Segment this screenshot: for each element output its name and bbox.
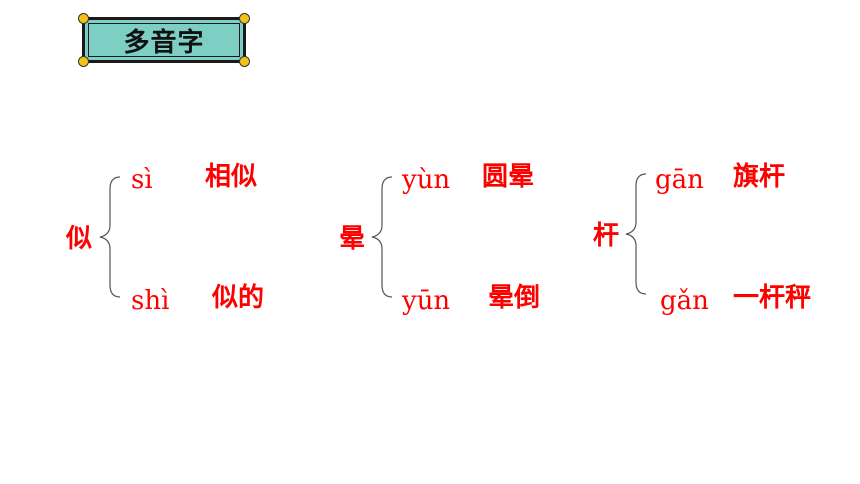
page-title: 多音字 bbox=[123, 27, 205, 58]
corner-dot-icon bbox=[78, 56, 89, 67]
pinyin-reading: shì bbox=[131, 286, 170, 316]
example-word: 相似 bbox=[205, 162, 258, 192]
pinyin-reading: gān bbox=[655, 165, 704, 195]
title-box: 多音字 bbox=[78, 13, 250, 67]
example-word: 旗杆 bbox=[733, 162, 786, 192]
corner-dot-icon bbox=[239, 13, 250, 24]
polyphone-char: 杆 bbox=[593, 221, 620, 251]
polyphone-char: 似 bbox=[66, 224, 93, 254]
corner-dot-icon bbox=[78, 13, 89, 24]
example-word: 似的 bbox=[212, 283, 265, 313]
brace-icon bbox=[99, 176, 121, 298]
example-word: 一杆秤 bbox=[733, 283, 812, 313]
polyphone-char: 晕 bbox=[339, 224, 366, 254]
example-word: 晕倒 bbox=[488, 283, 541, 313]
brace-icon bbox=[625, 173, 647, 295]
pinyin-reading: yūn bbox=[402, 286, 451, 316]
corner-dot-icon bbox=[239, 56, 250, 67]
example-word: 圆晕 bbox=[482, 162, 535, 192]
pinyin-reading: gǎn bbox=[660, 286, 709, 316]
brace-icon bbox=[371, 176, 393, 298]
pinyin-reading: yùn bbox=[402, 165, 451, 195]
pinyin-reading: sì bbox=[131, 165, 153, 195]
